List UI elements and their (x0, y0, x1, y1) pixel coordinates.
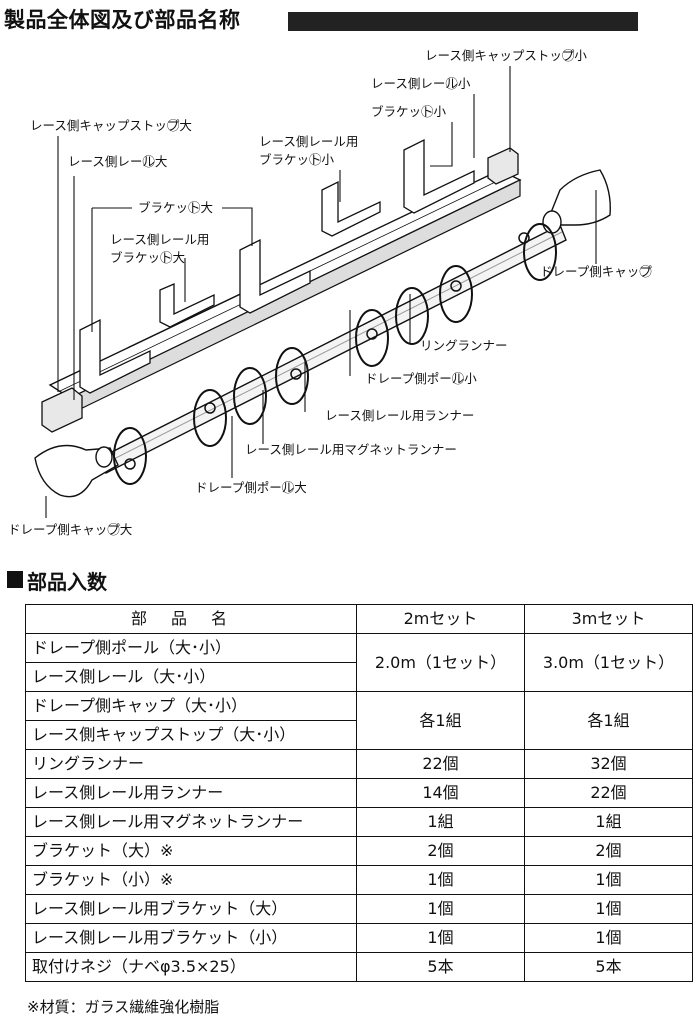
header-3m: 3mセット (524, 604, 693, 634)
part-name: ドレープ側ポール（大･小） (25, 633, 357, 663)
qty-2m: 5本 (356, 952, 525, 982)
qty-2m: 2個 (356, 836, 525, 866)
table-row: ドレープ側キャップ（大･小） 各1組 各1組 (25, 691, 693, 750)
qty-3m: 1個 (524, 894, 693, 924)
part-name: レース側キャップストップ（大･小） (25, 720, 357, 750)
qty-2m: 1組 (356, 807, 525, 837)
label-drape-cap-large: ドレープ側キャップ⃝大 (8, 522, 132, 537)
part-name: ドレープ側キャップ（大･小） (25, 691, 357, 721)
header-part-name: 部品名 (25, 604, 357, 634)
qty-3m: 22個 (524, 778, 693, 808)
part-name: レース側レール用ランナー (25, 778, 357, 808)
part-name: リングランナー (25, 749, 357, 779)
label-lace-rail-large: レース側レール⃝大 (68, 154, 167, 169)
title-bar (288, 12, 638, 31)
label-lace-rail-bracket-small-2: ブラケット⃝小 (259, 152, 335, 167)
label-lace-cap-stop-large: レース側キャップストップ⃝大 (30, 118, 192, 133)
table-row: レース側キャップストップ（大･小） (25, 720, 693, 750)
table-row: ドレープ側ポール（大･小） 2.0m（1セット） 3.0m（1セット） (25, 633, 693, 692)
qty-3m: 32個 (524, 749, 693, 779)
lace-cap-stops (41, 147, 519, 433)
leader-lines (45, 66, 597, 518)
qty-3m: 各1組 (524, 691, 693, 750)
label-lace-rail-magnet-runner: レース側レール用マグネットランナー (245, 442, 457, 457)
qty-2m: 1個 (356, 894, 525, 924)
qty-3m: 5本 (524, 952, 693, 982)
qty-2m: 各1組 (356, 691, 525, 750)
qty-3m: 1個 (524, 923, 693, 953)
qty-2m: 14個 (356, 778, 525, 808)
qty-2m: 1個 (356, 865, 525, 895)
label-ring-runner: リングランナー (420, 338, 508, 353)
qty-3m: 1組 (524, 807, 693, 837)
part-name: レース側レール用ブラケット（小） (25, 923, 357, 953)
label-lace-rail-bracket-large-1: レース側レール用 (110, 232, 209, 247)
label-drape-pole-small: ドレープ側ポール⃝小 (365, 371, 477, 386)
label-drape-pole-large: ドレープ側ポール⃝大 (195, 480, 307, 495)
curtain-rail-diagram: レース側キャップストップ⃝小 レース側レール⃝小 ブラケット⃝小 レース側キャッ… (8, 48, 652, 537)
brackets (79, 138, 475, 394)
section-marker (7, 571, 23, 588)
qty-3m: 2個 (524, 836, 693, 866)
table-row: レース側レール（大･小） (25, 662, 693, 692)
qty-2m: 2.0m（1セット） (356, 633, 525, 692)
section-title-diagram: 製品全体図及び部品名称 (4, 8, 241, 32)
qty-3m: 3.0m（1セット） (524, 633, 693, 692)
qty-3m: 1個 (524, 865, 693, 895)
ring-hooks (124, 232, 530, 470)
part-name: レース側レール用ブラケット（大） (25, 894, 357, 924)
part-name: レース側レール（大･小） (25, 662, 357, 692)
part-name: ブラケット（大）※ (25, 836, 357, 866)
label-bracket-small: ブラケット⃝小 (371, 104, 447, 119)
section-title-parts: 部品入数 (27, 570, 107, 594)
part-name: ブラケット（小）※ (25, 865, 357, 895)
label-lace-cap-stop-small: レース側キャップストップ⃝小 (425, 48, 587, 63)
material-note: ※材質：ガラス繊維強化樹脂 (27, 998, 220, 1016)
qty-2m: 22個 (356, 749, 525, 779)
part-name: 取付けネジ（ナベφ3.5×25） (25, 952, 357, 982)
table-header-row: 部品名 2mセット 3mセット (25, 604, 693, 634)
label-lace-rail-bracket-large-2: ブラケット⃝大 (110, 250, 185, 265)
label-bracket-large: ブラケット⃝大 (138, 200, 213, 215)
label-lace-rail-runner: レース側レール用ランナー (325, 408, 474, 423)
parts-table: 部品名 2mセット 3mセット ドレープ側ポール（大･小） 2.0m（1セット）… (25, 604, 693, 982)
ring-runners (113, 223, 557, 485)
label-drape-cap-small: ドレープ側キャップ⃝ (540, 264, 652, 279)
label-lace-rail-bracket-small-1: レース側レール用 (259, 134, 358, 149)
header-2m: 2mセット (356, 604, 525, 634)
label-lace-rail-small: レース側レール⃝小 (371, 76, 471, 91)
qty-2m: 1個 (356, 923, 525, 953)
part-name: レース側レール用マグネットランナー (25, 807, 357, 837)
